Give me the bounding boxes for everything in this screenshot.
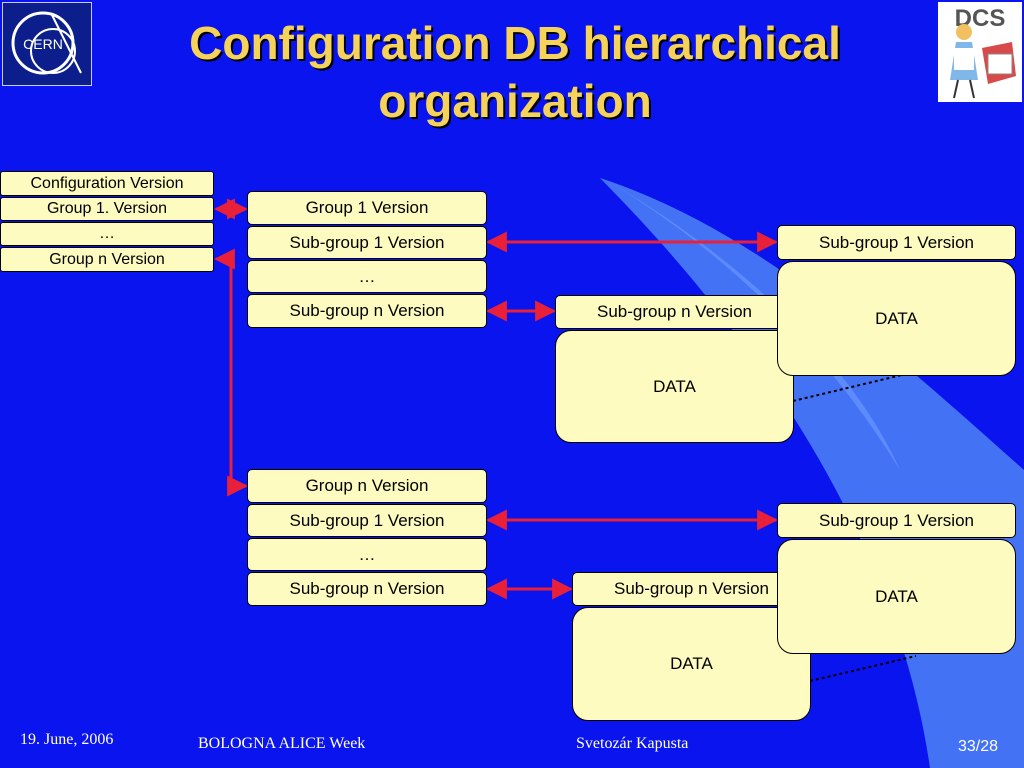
title-line-2: organization (378, 75, 652, 127)
group-n-subgroup-n-data-box: DATA (572, 607, 811, 721)
group-1-subgroup-1-target-box: Sub-group 1 Version (777, 225, 1016, 260)
group-1-subgroup-1-data-box: DATA (777, 261, 1016, 376)
group-n-subgroup-n-box: Sub-group n Version (247, 572, 487, 606)
configuration-version-box: Configuration Version (0, 171, 214, 196)
group-n-subgroup-1-box: Sub-group 1 Version (247, 504, 487, 537)
footer-event: BOLOGNA ALICE Week (198, 735, 366, 752)
config-group-1-version-box: Group 1. Version (0, 197, 214, 221)
group-n-ellipsis-box: … (247, 538, 487, 571)
group-1-subgroup-n-box: Sub-group n Version (247, 294, 487, 328)
group-n-subgroup-1-data-box: DATA (777, 539, 1016, 654)
footer-date: 19. June, 2006 (20, 731, 114, 748)
group-1-version-box: Group 1 Version (247, 191, 487, 225)
svg-text:CERN: CERN (23, 36, 63, 52)
dcs-logo-icon: DCS (950, 5, 1016, 99)
cern-logo-icon: CERN (11, 11, 82, 75)
group-n-subgroup-n-target-box: Sub-group n Version (572, 572, 811, 606)
config-group-n-version-box: Group n Version (0, 247, 214, 272)
group-1-subgroup-n-data-box: DATA (555, 330, 794, 443)
group-n-subgroup-1-target-box: Sub-group 1 Version (777, 503, 1016, 538)
dcs-logo: DCS (938, 2, 1022, 102)
slide-title: Configuration DB hierarchical organizati… (100, 14, 930, 130)
footer-author: Svetozár Kapusta (576, 735, 689, 752)
group-1-ellipsis-box: … (247, 260, 487, 293)
config-ellipsis-box: … (0, 222, 214, 246)
cern-logo: CERN (2, 2, 92, 86)
title-line-1: Configuration DB hierarchical (189, 17, 841, 69)
footer-page-number: 33/28 (958, 738, 999, 755)
group-1-subgroup-n-target-box: Sub-group n Version (555, 295, 794, 329)
group-1-subgroup-1-box: Sub-group 1 Version (247, 226, 487, 259)
group-n-version-box: Group n Version (247, 469, 487, 503)
